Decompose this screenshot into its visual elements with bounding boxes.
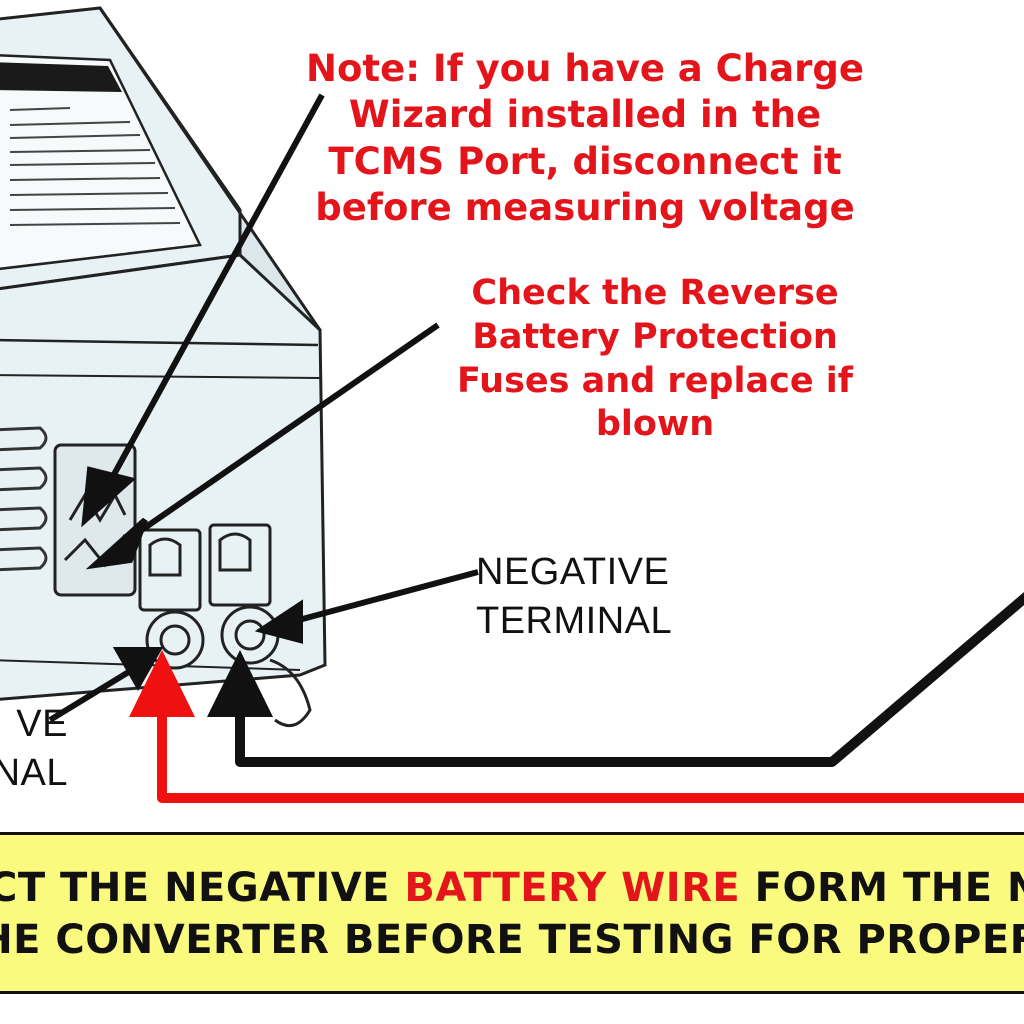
charge-wizard-pointer-line [97, 93, 325, 502]
warning-banner: NECT THE NEGATIVE BATTERY WIRE FORM THE … [0, 832, 1024, 994]
positive-terminal-label-line-2: NAL [0, 751, 68, 794]
warning-banner-line-1: NECT THE NEGATIVE BATTERY WIRE FORM THE … [0, 865, 1024, 911]
charge-wizard-arrowhead [81, 466, 137, 528]
positive-battery-wire [129, 650, 1024, 803]
warning-banner-line-1-segment-3: BATTERY WIRE [404, 865, 741, 911]
positive-terminal-arrowhead [112, 647, 164, 692]
callout-pointers [48, 93, 479, 723]
negative-battery-wire [207, 592, 1024, 767]
negative-wire-arrowhead [207, 650, 273, 717]
charge-wizard-note-line-1: Note: If you have a Charge [306, 47, 864, 90]
positive-terminal-label-line-1: VE [16, 703, 68, 745]
negative-terminal-label-line-1: NEGATIVE [476, 551, 670, 593]
label-plate-black-stripe [0, 62, 122, 92]
converter-label-plate [0, 54, 202, 271]
positive-terminal-label: VE NAL [0, 700, 68, 797]
warning-banner-line-1-segment-2: NEGATIVE [164, 865, 405, 911]
negative-terminal-label: NEGATIVE TERMINAL [476, 548, 672, 645]
positive-terminal-pointer-line [48, 662, 142, 723]
reverse-fuse-note-line-4: blown [595, 404, 715, 445]
charge-wizard-note-line-3: TCMS Port, disconnect it [328, 139, 842, 183]
positive-wire-arrowhead [129, 650, 195, 717]
warning-banner-line-1-segment-1: NECT THE [0, 865, 150, 911]
warning-banner-line-2: HE CONVERTER BEFORE TESTING FOR PROPER [0, 917, 1024, 963]
warning-banner-line-2-segment-1: HE CONVERTER BEFORE TESTING FOR PROPER [0, 917, 1024, 963]
vent-slots [0, 426, 48, 572]
negative-terminal-label-line-2: TERMINAL [476, 599, 673, 642]
charge-wizard-note-line-4: before measuring voltage [315, 185, 855, 229]
reverse-fuse-note-line-3: Fuses and replace if [456, 360, 853, 401]
reverse-fuse-note-line-1: Check the Reverse [471, 273, 839, 313]
reverse-fuse-arrowhead [85, 517, 148, 570]
warning-banner-line-1-segment-4: FORM THE N [740, 865, 1024, 911]
negative-terminal-pointer-line [279, 569, 479, 628]
charge-wizard-note-line-2: Wizard installed in the [348, 93, 822, 137]
negative-terminal-arrowhead [254, 599, 303, 644]
reverse-fuse-pointer-line [118, 322, 440, 548]
reverse-fuse-note-line-2: Battery Protection [472, 316, 838, 357]
